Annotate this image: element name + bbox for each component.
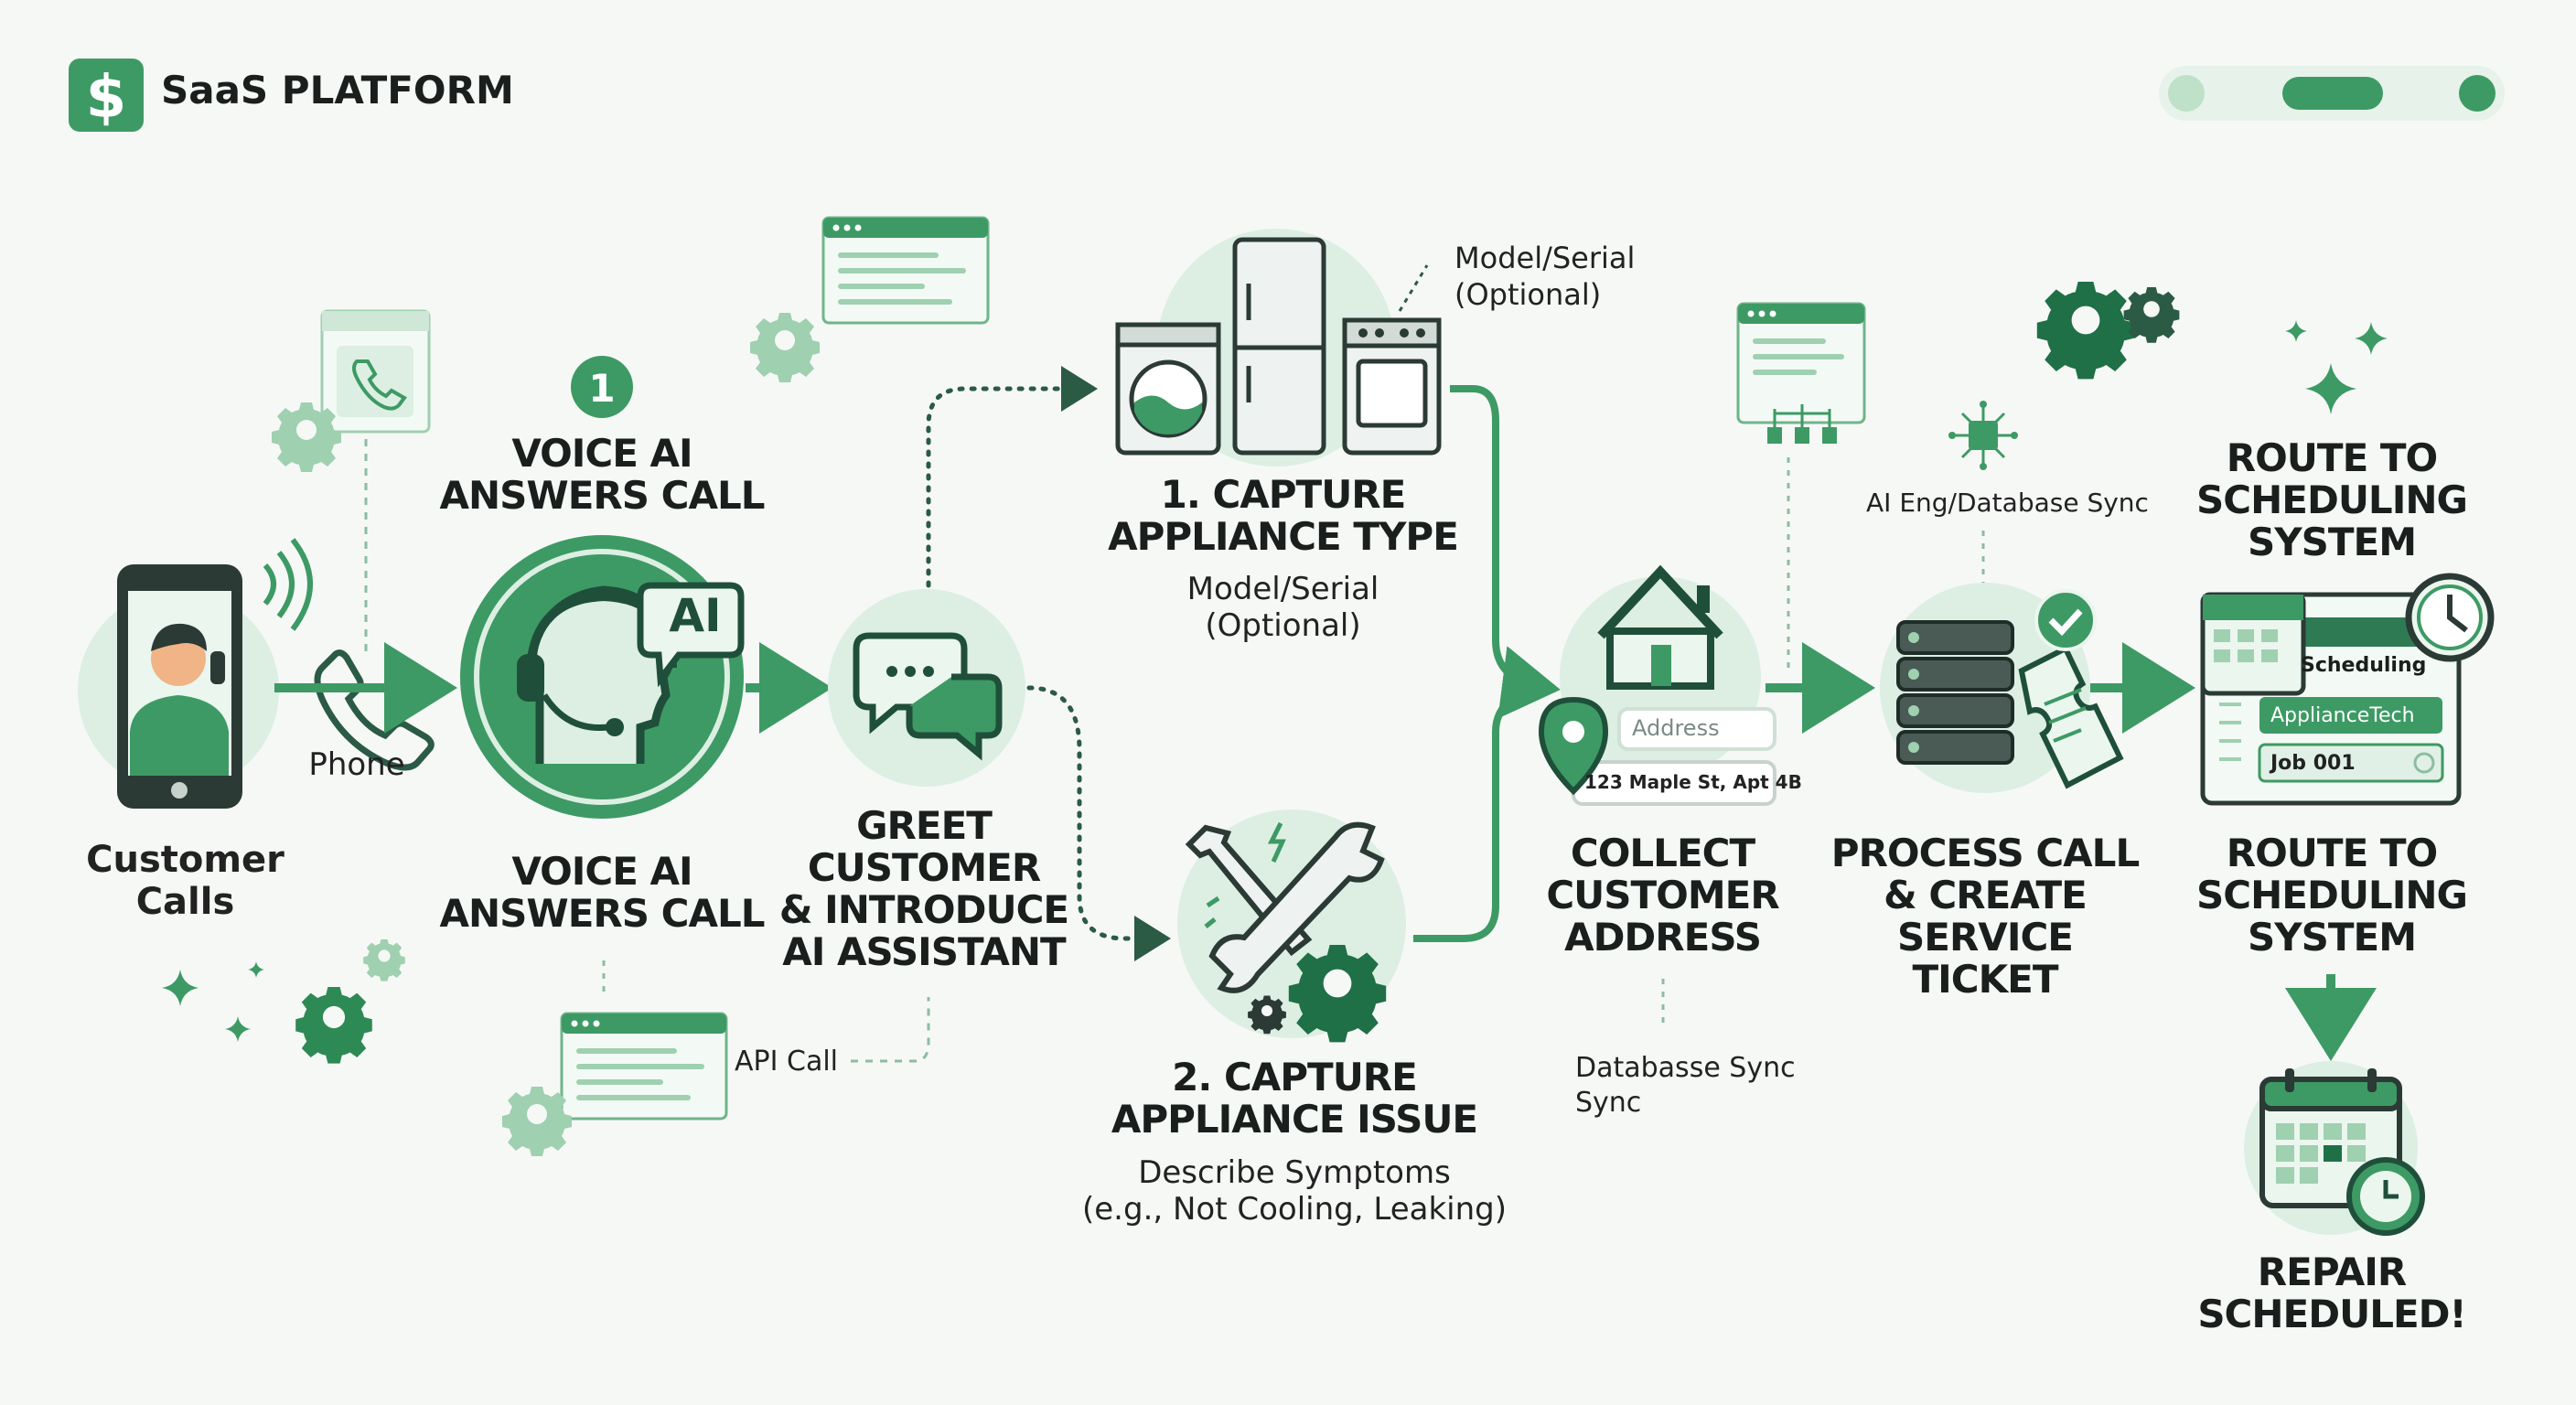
address-sync-note: Databasse Sync Sync — [1575, 1052, 1796, 1119]
tools-icon — [1177, 810, 1406, 1043]
ai-badge-label: AI — [669, 589, 722, 642]
scheduling-panel-title: Scheduling — [2301, 654, 2427, 677]
browser-window-icon — [320, 309, 431, 434]
headset-agent-icon — [460, 535, 744, 819]
gear-icon — [750, 313, 820, 382]
gear-icon — [2123, 287, 2180, 343]
clock-icon — [2346, 1157, 2425, 1236]
browser-window-icon — [560, 1012, 728, 1121]
greet-title: GREET CUSTOMER & INTRODUCE AI ASSISTANT — [778, 803, 1069, 974]
scheduling-tech-row[interactable]: ApplianceTech — [2270, 704, 2415, 727]
step-number-label: 1 — [588, 366, 616, 411]
voice-ai-title-top: VOICE AI ANSWERS CALL — [439, 431, 766, 518]
capture-type-subtitle: Model/Serial (Optional) — [1186, 571, 1379, 644]
checkmark-icon — [2034, 589, 2097, 651]
sparkle-icon — [248, 961, 264, 978]
capture-type-title: 1. CAPTURE APPLIANCE TYPE — [1108, 472, 1459, 559]
svg-text:$: $ — [86, 64, 127, 132]
capture-issue-subtitle: Describe Symptoms (e.g., Not Cooling, Le… — [1082, 1154, 1507, 1228]
route-title-bottom: ROUTE TO SCHEDULING SYSTEM — [2196, 831, 2468, 960]
address-input-field — [1617, 707, 1776, 751]
gear-icon — [272, 402, 341, 472]
phone-label: Phone — [308, 746, 405, 783]
smartphone-icon — [78, 538, 313, 809]
address-field-placeholder: Address — [1632, 715, 1720, 741]
brand-title: SaaS PLATFORM — [161, 68, 514, 113]
dotted-connector — [926, 366, 1098, 588]
chip-icon — [1948, 401, 2018, 470]
scheduling-job-row[interactable]: Job 001 — [2270, 752, 2356, 775]
sparkle-icon — [162, 970, 199, 1006]
oven-icon — [1342, 317, 1442, 456]
api-call-label: API Call — [735, 1046, 838, 1078]
flow-connector — [1450, 385, 1561, 719]
scheduling-panel — [2200, 592, 2462, 806]
process-title: PROCESS CALL & CREATE SERVICE TICKET — [1830, 831, 2140, 1002]
gear-icon — [363, 939, 405, 981]
sparkle-icon — [2285, 320, 2307, 342]
capture-issue-title: 2. CAPTURE APPLIANCE ISSUE — [1111, 1055, 1478, 1142]
ai-badge-icon — [637, 582, 745, 688]
sparkle-icon — [225, 1016, 251, 1042]
server-icon — [1880, 583, 2090, 793]
gear-icon — [295, 987, 372, 1064]
address-field-value: 123 Maple St, Apt 4B — [1584, 771, 1802, 793]
dollar-logo-icon: $ — [69, 59, 144, 132]
header-toggle-pill — [2159, 66, 2505, 121]
gear-icon — [502, 1087, 572, 1156]
address-title: COLLECT CUSTOMER ADDRESS — [1546, 831, 1779, 960]
map-pin-icon — [1538, 696, 1609, 796]
browser-window-icon — [1736, 302, 1866, 444]
appliances-group — [1115, 229, 1442, 467]
capture-type-note: Model/Serial (Optional) — [1454, 241, 1636, 312]
washer-icon — [1115, 322, 1221, 456]
clock-icon — [2405, 573, 2495, 662]
ticket-icon — [2018, 644, 2124, 789]
fridge-icon — [1232, 237, 1326, 456]
sparkle-icon — [2355, 322, 2388, 355]
customer-label: Customer Calls — [86, 839, 284, 923]
voice-ai-title-bottom: VOICE AI ANSWERS CALL — [439, 849, 766, 936]
sparkle-icon — [2305, 363, 2356, 414]
repair-title: REPAIR SCHEDULED! — [2197, 1249, 2466, 1336]
step-number-badge — [571, 356, 633, 418]
chat-bubbles-icon — [828, 589, 1025, 787]
flow-connector — [1413, 684, 1547, 942]
gear-icon — [2036, 282, 2135, 380]
process-note: AI Eng/Database Sync — [1866, 488, 2149, 518]
browser-window-icon — [821, 216, 990, 325]
dotted-connector — [1026, 685, 1171, 961]
route-title-top: ROUTE TO SCHEDULING SYSTEM — [2196, 435, 2468, 564]
